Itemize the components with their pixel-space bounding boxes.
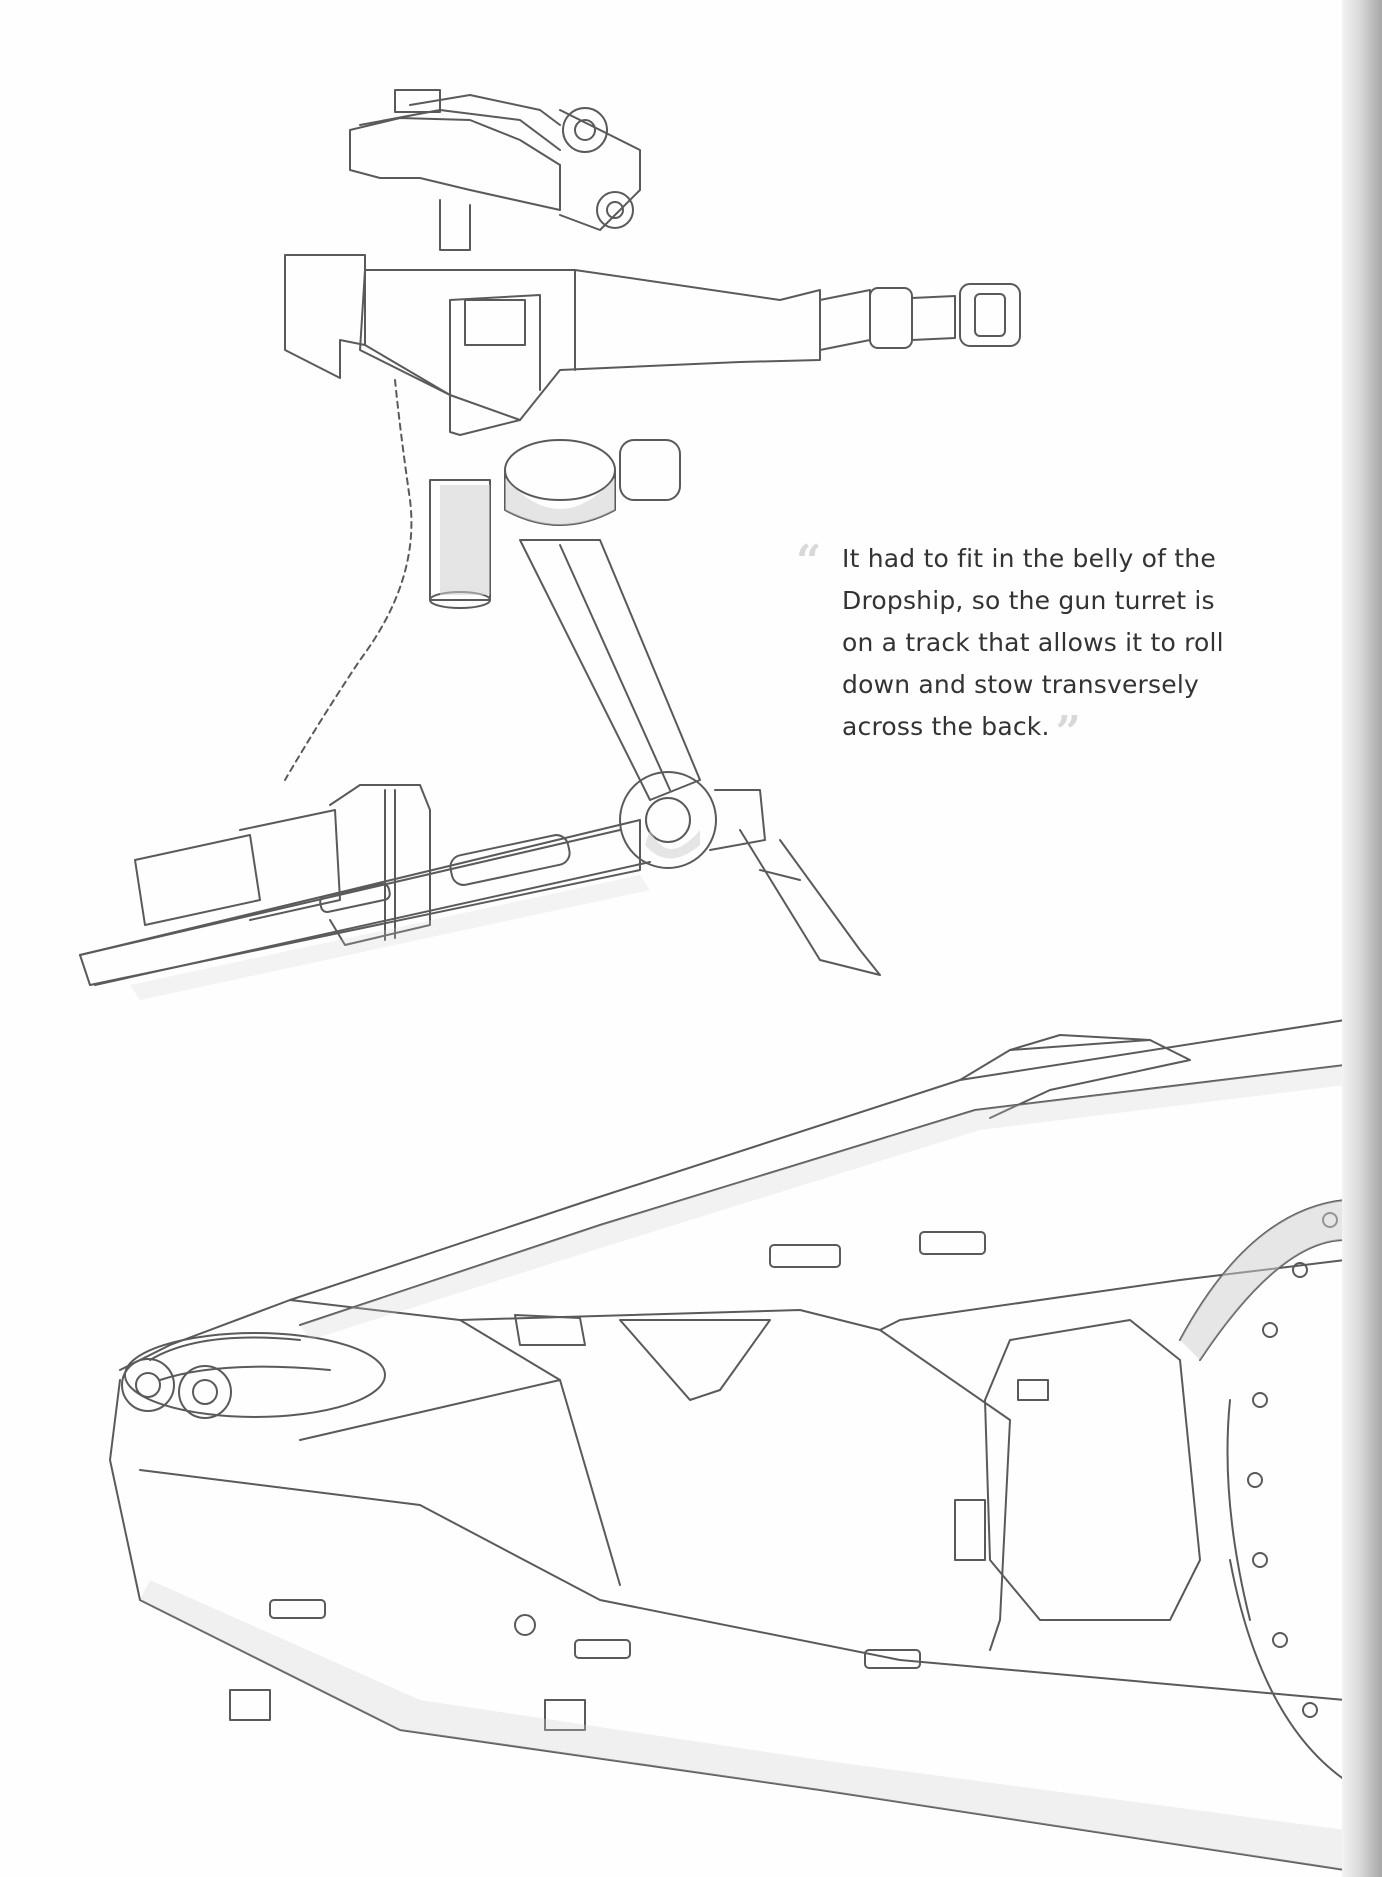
quote-line-5-text: across the back. [842,712,1050,741]
quote-line-4: down and stow transversely [842,670,1199,699]
quote-line-5: across the back.” [842,706,1272,755]
open-quote-mark: “ [796,536,822,587]
quote-line-2: Dropship, so the gun turret is [842,586,1215,615]
pull-quote: “ It had to fit in the belly of the Drop… [796,538,1272,755]
quote-line-3: on a track that allows it to roll [842,628,1224,657]
page-gutter-shadow [1342,0,1382,1877]
quote-line-1: It had to fit in the belly of the [842,544,1216,573]
close-quote-mark: ” [1055,707,1082,758]
